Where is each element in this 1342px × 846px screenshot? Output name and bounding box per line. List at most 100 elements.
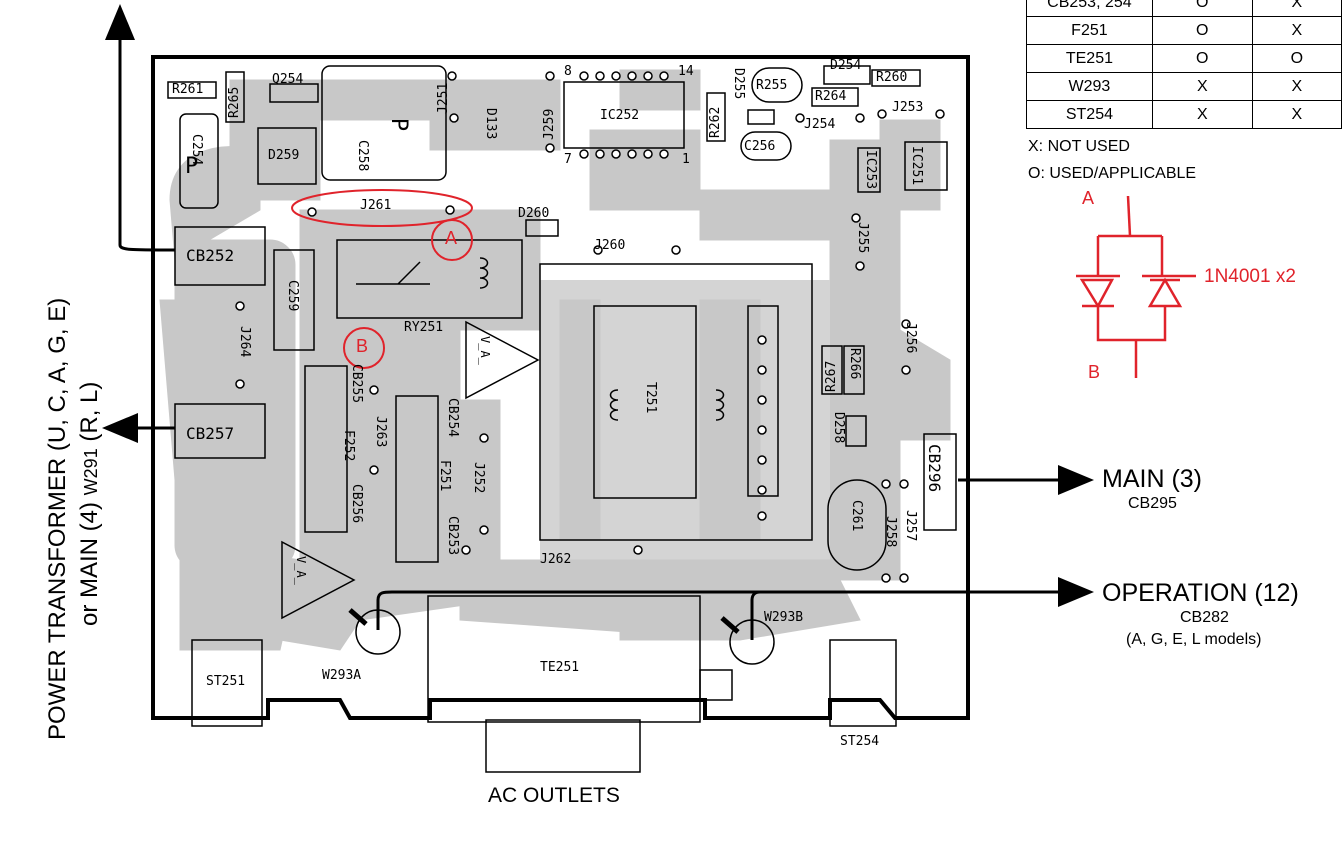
label-cb253: CB253	[445, 516, 460, 556]
table-cell: X	[1251, 16, 1342, 45]
label-pin8: 8	[564, 64, 572, 79]
label-p2: P	[386, 117, 412, 132]
label-j261: J261	[360, 198, 392, 213]
power-transformer-alt-label: or MAIN (4) W291 (R, L)	[76, 382, 104, 626]
table-cell: TE251	[1026, 44, 1153, 73]
arrow-operation	[376, 577, 1094, 630]
table-cell: X	[1251, 100, 1342, 129]
label-d258: D258	[831, 412, 846, 444]
ac-outlets-label: AC OUTLETS	[488, 784, 620, 807]
label-w293a: W293A	[322, 668, 362, 683]
alt-models-text: (R, L)	[76, 381, 103, 442]
label-te251: TE251	[540, 660, 580, 675]
sketch-label-a: A	[1082, 188, 1095, 208]
main-connection-label: MAIN (3)	[1102, 465, 1202, 493]
sketch-label-b: B	[1088, 362, 1101, 382]
label-ic252: IC252	[600, 108, 640, 123]
label-cb257: CB257	[186, 424, 235, 443]
label-j258: J258	[883, 516, 898, 548]
diode-sketch	[1076, 195, 1196, 378]
board-marker-a: A	[445, 228, 458, 248]
label-cb252: CB252	[186, 246, 235, 265]
label-j259: J259	[542, 108, 557, 140]
label-ic253: IC253	[863, 150, 878, 190]
label-j262: J262	[540, 552, 572, 567]
label-t251: T251	[643, 382, 658, 414]
label-pin7: 7	[564, 152, 572, 167]
legend-not-used: X: NOT USED	[1028, 138, 1130, 155]
label-d254: D254	[830, 58, 862, 73]
alt-w291-text: W291	[81, 448, 101, 496]
label-cb256: CB256	[349, 484, 364, 524]
table-cell: O	[1251, 44, 1342, 73]
operation-connector-label: CB282	[1180, 609, 1229, 626]
table-cell: X	[1251, 72, 1342, 101]
label-d255: D255	[731, 68, 746, 100]
label-j260: J260	[594, 238, 626, 253]
label-d260: D260	[518, 206, 550, 221]
label-c259: C259	[285, 280, 300, 312]
label-d133: D133	[483, 108, 498, 140]
label-r262: R262	[708, 106, 723, 138]
label-ic251: IC251	[909, 146, 924, 186]
label-j251: J251	[436, 82, 451, 114]
alt-main-text: or MAIN (4)	[76, 501, 103, 626]
label-p1: P	[185, 154, 199, 179]
table-cell: ST254	[1026, 100, 1153, 129]
label-st251: ST251	[206, 674, 246, 689]
label-c256: C256	[744, 139, 776, 154]
power-transformer-label: POWER TRANSFORMER (U, C, A, G, E)	[44, 297, 71, 740]
label-va2: V_A_	[294, 556, 308, 585]
label-r255: R255	[756, 78, 788, 93]
label-j263: J263	[373, 416, 388, 448]
label-cb254: CB254	[445, 398, 460, 438]
label-r260: R260	[876, 70, 908, 85]
operation-connection-label: OPERATION (12)	[1102, 579, 1299, 607]
label-r261: R261	[172, 82, 204, 97]
table-cell: X	[1151, 100, 1253, 129]
legend-used: O: USED/APPLICABLE	[1028, 165, 1197, 182]
label-st254: ST254	[840, 734, 880, 749]
label-j257: J257	[903, 510, 918, 542]
table-cell: O	[1151, 16, 1253, 45]
table-cell: X	[1251, 0, 1342, 17]
label-pin1: 1	[682, 152, 690, 167]
label-j254: J254	[804, 117, 836, 132]
label-c258: C258	[355, 140, 370, 172]
label-f252: F252	[341, 430, 356, 462]
table-cell: F251	[1026, 16, 1153, 45]
label-c261: C261	[849, 500, 864, 532]
label-r266: R266	[847, 348, 862, 380]
label-f251: F251	[437, 460, 452, 492]
label-cb255: CB255	[349, 364, 364, 404]
label-d259: D259	[268, 148, 300, 163]
table-cell: CB253, 254	[1026, 0, 1153, 17]
label-j256: J256	[903, 322, 918, 354]
label-j253: J253	[892, 100, 924, 115]
label-va1: V_A_	[478, 336, 492, 365]
label-q254: Q254	[272, 72, 304, 87]
table-cell: O	[1151, 0, 1253, 17]
label-ry251: RY251	[404, 320, 444, 335]
main-connector-label: CB295	[1128, 495, 1177, 512]
operation-models-label: (A, G, E, L models)	[1126, 631, 1262, 648]
label-cb296: CB296	[925, 444, 944, 493]
label-j252: J252	[471, 462, 486, 494]
label-pin14: 14	[678, 64, 694, 79]
label-j255: J255	[855, 222, 870, 254]
label-j264: J264	[237, 326, 252, 358]
table-cell: W293	[1026, 72, 1153, 101]
label-r265: R265	[227, 86, 242, 118]
label-r264: R264	[815, 89, 847, 104]
label-w293b: W293B	[764, 610, 804, 625]
table-cell: O	[1151, 44, 1253, 73]
board-marker-b: B	[356, 336, 369, 356]
